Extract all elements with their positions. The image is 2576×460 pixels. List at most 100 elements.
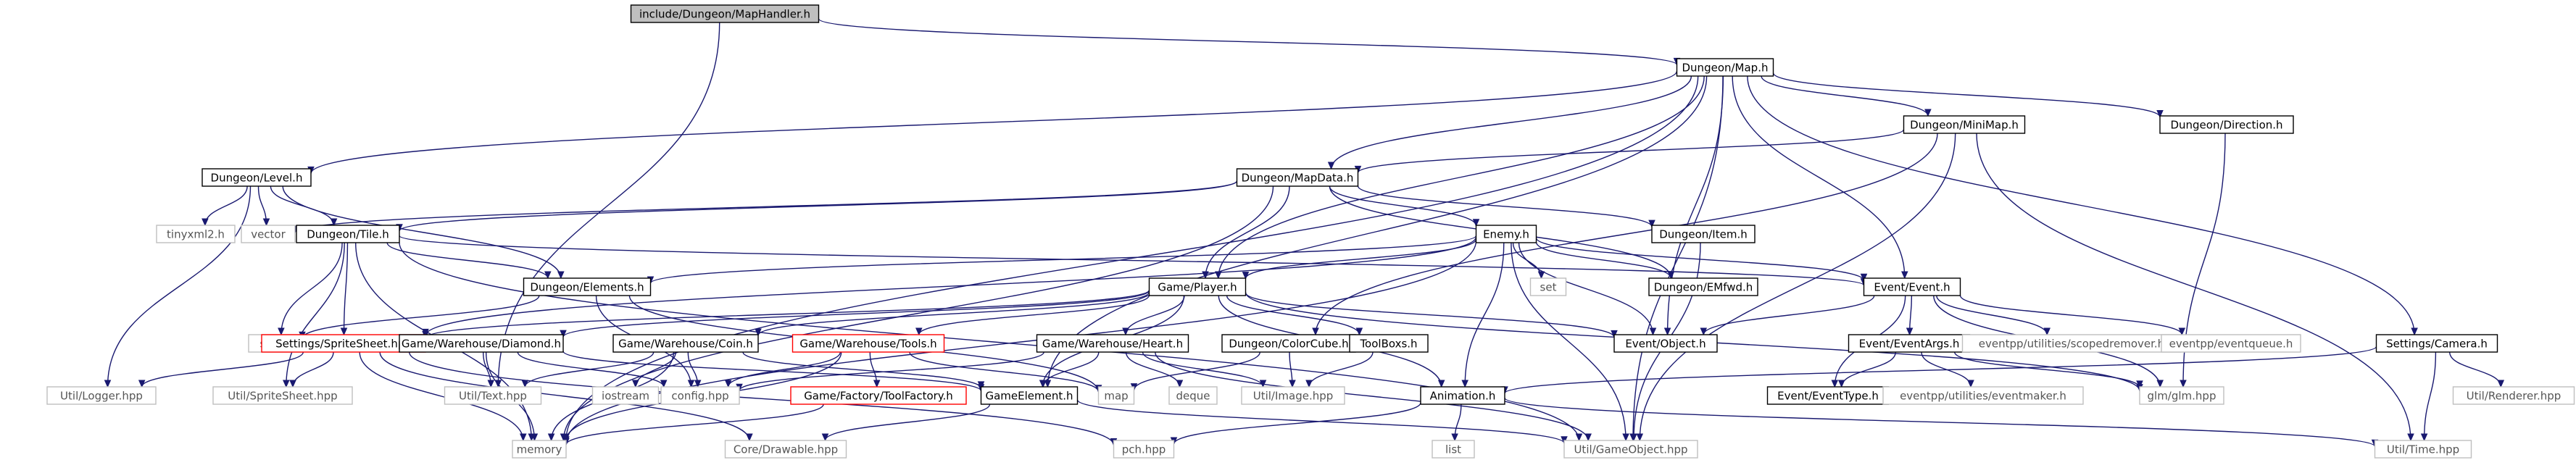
graph-node-elements[interactable]: Dungeon/Elements.h <box>523 277 652 296</box>
graph-node-map-std[interactable]: map <box>1097 386 1135 405</box>
edge-mapdata-to-vector <box>294 180 1238 233</box>
edge-map-to-mapdata <box>1330 75 1692 170</box>
node-box <box>1241 386 1345 405</box>
nodes-layer: include/Dungeon/MapHandler.hDungeon/Map.… <box>46 4 2575 459</box>
graph-node-toolfactory[interactable]: Game/Factory/ToolFactory.h <box>790 386 967 405</box>
edge-animation-to-pch <box>1173 402 1421 445</box>
node-box <box>724 440 847 459</box>
graph-node-scopedremover[interactable]: eventpp/utilities/scopedremover.h <box>1961 334 2182 353</box>
graph-node-object[interactable]: Event/Object.h <box>1613 334 1718 353</box>
edge-arrowhead <box>1584 433 1592 442</box>
edge-animation-to-time <box>1504 397 2376 447</box>
node-box <box>980 386 1079 405</box>
edge-arrowhead <box>1967 380 1974 388</box>
graph-node-gameelement[interactable]: GameElement.h <box>980 386 1079 405</box>
edge-coin-to-iostream <box>635 351 676 388</box>
graph-node-set[interactable]: set <box>1529 277 1567 296</box>
edge-arrowhead <box>2180 380 2187 388</box>
node-label: eventpp/utilities/scopedremover.h <box>1979 338 2164 351</box>
graph-node-emfwd[interactable]: Dungeon/EMfwd.h <box>1648 277 1758 296</box>
graph-node-image[interactable]: Util/Image.hpp <box>1241 386 1345 405</box>
graph-node-maphandler[interactable]: include/Dungeon/MapHandler.h <box>630 4 820 23</box>
graph-node-deque[interactable]: deque <box>1168 386 1218 405</box>
graph-node-drawable[interactable]: Core/Drawable.hpp <box>724 440 847 459</box>
edge-map-to-direction <box>1772 72 2161 117</box>
graph-node-pch[interactable]: pch.hpp <box>1113 440 1175 459</box>
edge-maphandler-to-text <box>497 22 720 388</box>
edge-mapdata-to-player <box>1205 185 1290 279</box>
edge-spritesheet-to-drawable <box>379 351 750 441</box>
graph-node-colorcube[interactable]: Dungeon/ColorCube.h <box>1221 334 1356 353</box>
graph-node-glm[interactable]: glm/glm.hpp <box>2139 386 2224 405</box>
graph-node-diamond[interactable]: Game/Warehouse/Diamond.h <box>399 334 564 353</box>
node-label: Game/Warehouse/Heart.h <box>1042 338 1183 351</box>
graph-node-spritesheet[interactable]: Settings/SpriteSheet.hpp <box>261 334 426 353</box>
edge-toolboxs-to-image <box>1308 351 1374 388</box>
graph-node-toolboxs[interactable]: ToolBoxs.h <box>1349 334 1429 353</box>
node-box <box>2375 334 2498 353</box>
node-box <box>1529 277 1567 296</box>
graph-node-tools[interactable]: Game/Warehouse/Tools.h <box>792 334 945 353</box>
graph-node-tinyxml[interactable]: tinyxml2.h <box>156 225 236 243</box>
graph-node-direction[interactable]: Dungeon/Direction.h <box>2159 115 2294 134</box>
graph-node-animation[interactable]: Animation.h <box>1420 386 1505 405</box>
graph-node-config[interactable]: config.hpp <box>660 386 740 405</box>
node-box <box>1097 386 1135 405</box>
graph-node-tile[interactable]: Dungeon/Tile.h <box>296 225 400 243</box>
node-label: Enemy.h <box>1483 228 1529 241</box>
node-label: vector <box>251 228 286 241</box>
edge-elements-to-string <box>302 295 540 339</box>
node-label: Game/Factory/ToolFactory.h <box>804 390 953 403</box>
graph-node-eventqueue[interactable]: eventpp/eventqueue.h <box>2161 334 2301 353</box>
graph-node-minimap[interactable]: Dungeon/MiniMap.h <box>1903 115 2026 134</box>
graph-node-iostream[interactable]: iostream <box>591 386 660 405</box>
edge-arrowhead <box>1039 380 1047 388</box>
node-box <box>591 386 660 405</box>
graph-node-time[interactable]: Util/Time.hpp <box>2374 440 2472 459</box>
graph-node-list[interactable]: list <box>1432 440 1475 459</box>
graph-node-utilspritesheet[interactable]: Util/SpriteSheet.hpp <box>212 386 353 405</box>
edge-arrowhead <box>2136 380 2143 389</box>
node-label: Util/SpriteSheet.hpp <box>228 390 337 403</box>
graph-node-eventargs[interactable]: Event/EventArgs.h <box>1848 334 1971 353</box>
edge-arrowhead <box>138 380 146 388</box>
edge-player-to-spritesheet <box>425 289 1150 339</box>
graph-node-gameobject[interactable]: Util/GameObject.hpp <box>1563 440 1698 459</box>
node-box <box>1236 168 1359 187</box>
graph-node-text[interactable]: Util/Text.hpp <box>444 386 542 405</box>
edge-arrowhead <box>1901 271 1908 280</box>
graph-node-enemy[interactable]: Enemy.h <box>1475 225 1537 243</box>
edge-enemy-to-gameobject <box>1511 242 1626 441</box>
edge-arrowhead <box>724 380 732 388</box>
edge-event-to-object <box>1703 295 1875 335</box>
node-box <box>512 440 567 459</box>
graph-node-camera[interactable]: Settings/Camera.h <box>2375 334 2498 353</box>
graph-node-eventtype[interactable]: Event/EventType.h <box>1766 386 1890 405</box>
edge-mapdata-to-item <box>1357 185 1653 227</box>
graph-node-memory[interactable]: memory <box>512 440 567 459</box>
edge-player-to-tools <box>918 295 1150 335</box>
graph-node-mapdata[interactable]: Dungeon/MapData.h <box>1236 168 1359 187</box>
graph-node-vector[interactable]: vector <box>241 225 296 243</box>
edge-arrowhead <box>821 433 829 442</box>
edge-level-to-tile <box>270 185 335 226</box>
graph-node-player[interactable]: Game/Player.h <box>1148 277 1247 296</box>
edge-arrowhead <box>1611 330 1618 338</box>
node-box <box>1036 334 1189 353</box>
graph-node-heart[interactable]: Game/Warehouse/Heart.h <box>1036 334 1189 353</box>
graph-node-coin[interactable]: Game/Warehouse/Coin.h <box>612 334 759 353</box>
node-label: Dungeon/Level.h <box>211 172 303 185</box>
graph-node-logger[interactable]: Util/Logger.hpp <box>46 386 157 405</box>
node-label: Event/Object.h <box>1625 338 1705 351</box>
graph-node-renderer[interactable]: Util/Renderer.hpp <box>2452 386 2575 405</box>
node-box <box>1563 440 1698 459</box>
graph-node-event[interactable]: Event/Event.h <box>1863 277 1961 296</box>
edge-arrowhead <box>1667 271 1675 280</box>
graph-node-level[interactable]: Dungeon/Level.h <box>201 168 312 187</box>
graph-node-map[interactable]: Dungeon/Map.h <box>1676 58 1774 77</box>
graph-node-item[interactable]: Dungeon/Item.h <box>1651 225 1756 243</box>
graph-node-eventmaker[interactable]: eventpp/utilities/eventmaker.h <box>1882 386 2084 405</box>
edge-arrowhead <box>1305 380 1313 388</box>
edge-arrowhead <box>2043 327 2051 336</box>
edge-tile-to-spritesheet <box>343 242 349 335</box>
